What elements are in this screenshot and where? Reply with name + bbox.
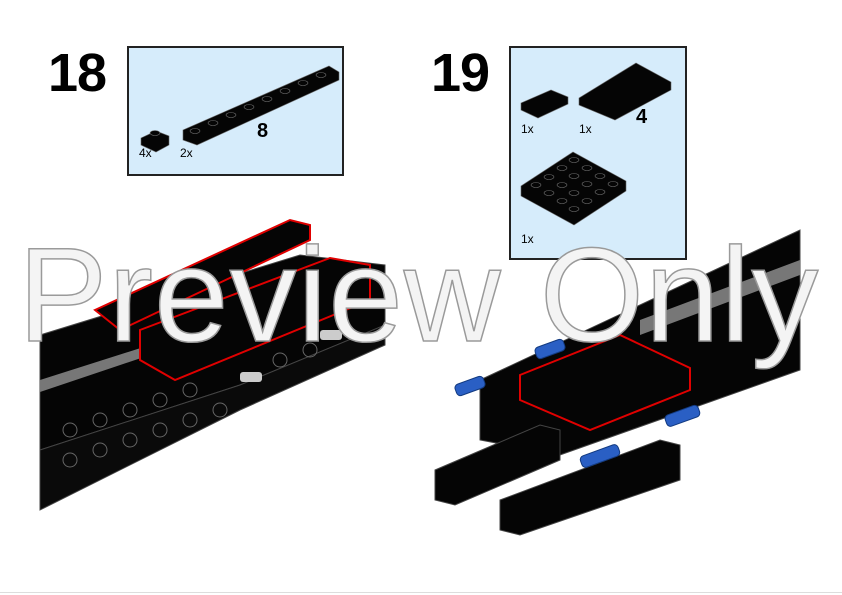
part-quantity: 1x [521,122,534,136]
part-quantity: 1x [579,122,592,136]
part-quantity: 1x [521,232,534,246]
step-19-model [434,229,801,536]
tile-1x2-icon [520,89,569,119]
part-length: 4 [636,106,648,128]
plate-1x8-icon [182,65,340,146]
part-quantity: 4x [139,146,152,160]
part-length: 8 [257,120,269,142]
plate-4x4-icon [520,151,627,226]
step-18-model [39,218,386,511]
page-bottom-divider [0,592,842,593]
step-number: 18 [48,43,107,103]
parts-callout: 4x 2x 8 [127,46,344,176]
step-number: 19 [431,43,490,103]
plate-1x1-icon [140,130,170,153]
parts-callout: 1x 1x 4 1x [509,46,687,260]
tile-2x4-icon [578,62,672,121]
preview-watermark: Preview Only [17,221,820,370]
part-quantity: 2x [180,146,193,160]
